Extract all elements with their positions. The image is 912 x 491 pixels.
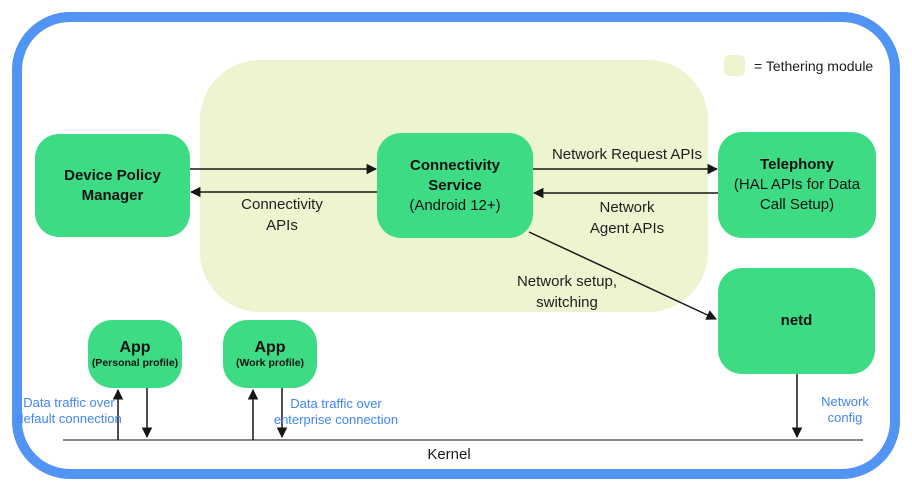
node-subtitle: (Android 12+) bbox=[409, 196, 501, 214]
legend: = Tethering module bbox=[724, 55, 873, 76]
system-boundary-frame bbox=[12, 12, 900, 479]
node-subtitle: (Personal profile) bbox=[91, 357, 179, 369]
node-connectivity-service: Connectivity Service (Android 12+) bbox=[377, 133, 533, 238]
node-title: Device Policy Manager bbox=[64, 166, 161, 204]
kernel-label: Kernel bbox=[427, 446, 471, 463]
node-title: App bbox=[254, 339, 286, 356]
node-title: netd bbox=[780, 312, 813, 329]
node-app-personal-profile: App (Personal profile) bbox=[88, 320, 182, 388]
label-data-traffic-enterprise: Data traffic over enterprise connection bbox=[273, 396, 399, 427]
node-device-policy-manager: Device Policy Manager bbox=[35, 134, 190, 237]
node-title: Connectivity Service bbox=[409, 156, 500, 194]
node-telephony: Telephony (HAL APIs for Data Call Setup) bbox=[718, 132, 876, 238]
label-network-request-apis: Network Request APIs bbox=[551, 146, 703, 163]
label-network-setup-switching: Network setup, switching bbox=[516, 273, 618, 311]
legend-label: = Tethering module bbox=[754, 57, 874, 74]
node-title: Telephony bbox=[760, 156, 834, 173]
tethering-module-swatch-icon bbox=[724, 55, 745, 76]
node-netd: netd bbox=[718, 268, 875, 374]
label-data-traffic-default: Data traffic over default connection bbox=[16, 395, 122, 426]
label-network-config: Network config bbox=[821, 394, 869, 425]
label-network-agent-apis: Network Agent APIs bbox=[589, 199, 665, 237]
label-connectivity-apis: Connectivity APIs bbox=[241, 196, 323, 234]
node-subtitle: (Work profile) bbox=[235, 357, 305, 369]
node-subtitle: (HAL APIs for Data Call Setup) bbox=[733, 176, 861, 213]
node-title: App bbox=[119, 339, 151, 356]
node-app-work-profile: App (Work profile) bbox=[223, 320, 317, 388]
